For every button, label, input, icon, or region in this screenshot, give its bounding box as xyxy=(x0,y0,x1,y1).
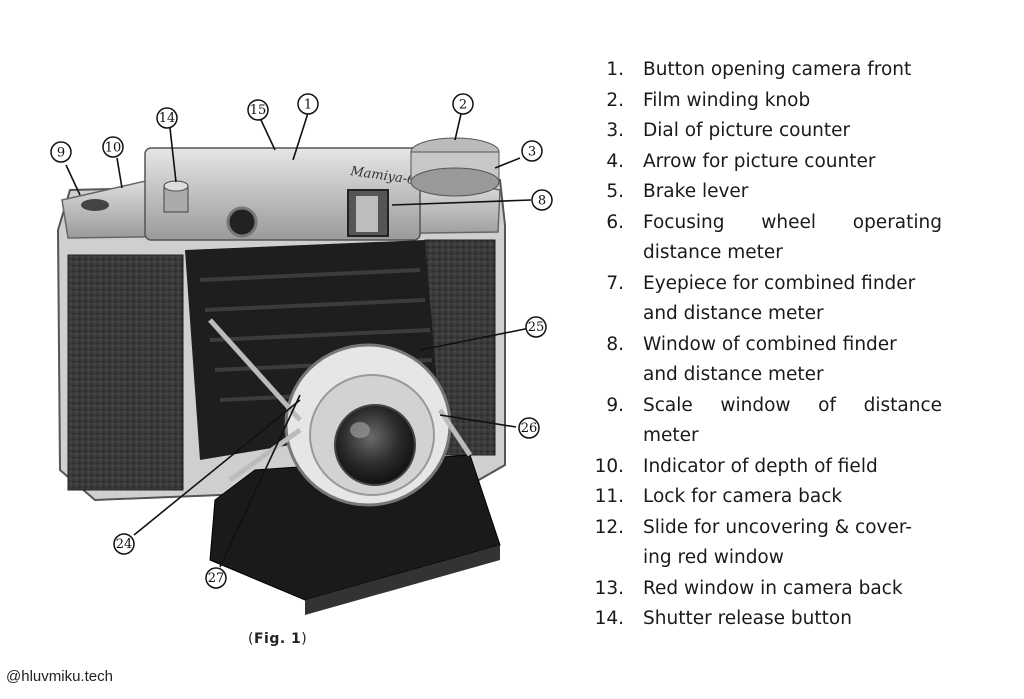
watermark: @hluvmiku.tech xyxy=(6,668,113,685)
part-item-6: 6. Focusing wheel operating distance meter xyxy=(586,208,942,269)
part-item-8: 8. Window of combined finder and distance … xyxy=(586,330,942,391)
callout-8: 8 xyxy=(531,189,553,211)
callout-15: 15 xyxy=(247,99,269,121)
part-item-7: 7. Eyepiece for combined finder and distan… xyxy=(586,269,942,330)
part-number: 2. xyxy=(606,89,624,111)
part-item-2: 2. Film winding knob xyxy=(586,86,942,117)
svg-text:10: 10 xyxy=(105,141,122,156)
svg-text:9: 9 xyxy=(57,146,65,161)
part-label: Arrow for picture counter xyxy=(643,150,876,172)
svg-text:2: 2 xyxy=(459,98,467,113)
part-item-13: 13. Red window in camera back xyxy=(586,574,942,605)
part-label: Dial of picture counter xyxy=(643,120,851,141)
part-label-line2: meter xyxy=(643,425,699,446)
part-label-line2: and distance meter xyxy=(643,303,824,324)
camera-figure: Mamiya-6 xyxy=(50,93,553,615)
svg-text:25: 25 xyxy=(528,320,545,335)
part-label-line1: Eyepiece for combined finder xyxy=(643,272,916,294)
part-number: 8. xyxy=(606,333,624,355)
part-number: 3. xyxy=(606,120,624,141)
svg-text:15: 15 xyxy=(250,103,267,118)
part-label: Lock for camera back xyxy=(643,486,843,507)
part-number: 14. xyxy=(594,608,624,629)
part-label: Brake lever xyxy=(643,181,749,202)
svg-text:27: 27 xyxy=(208,571,225,586)
callout-27: 27 xyxy=(205,567,227,589)
part-number: 4. xyxy=(606,150,624,172)
parts-list: 1. Button opening camera front 2. Film win… xyxy=(586,55,942,635)
part-number: 9. xyxy=(606,394,624,416)
part-item-1: 1. Button opening camera front xyxy=(586,55,942,86)
callout-26: 26 xyxy=(518,417,540,439)
svg-text:26: 26 xyxy=(521,421,538,436)
svg-text:24: 24 xyxy=(116,537,133,552)
callout-9: 9 xyxy=(50,141,72,163)
camera-illustration: Mamiya-6 xyxy=(50,93,553,615)
part-label-line1: Slide for uncovering & cover- xyxy=(643,516,912,538)
callout-3: 3 xyxy=(521,140,543,162)
svg-text:8: 8 xyxy=(538,194,546,209)
part-label: Indicator of depth of field xyxy=(643,455,878,477)
callout-2: 2 xyxy=(452,93,474,115)
part-number: 11. xyxy=(594,486,624,507)
svg-text:1: 1 xyxy=(304,98,312,113)
svg-text:3: 3 xyxy=(528,145,536,160)
part-label-line1: Scale window of distance xyxy=(643,394,942,416)
part-item-12: 12. Slide for uncovering & cover-ing red … xyxy=(586,513,942,574)
callout-25: 25 xyxy=(525,316,547,338)
part-item-5: 5. Brake lever xyxy=(586,177,942,208)
callout-1: 1 xyxy=(297,93,319,115)
part-item-4: 4. Arrow for picture counter xyxy=(586,147,942,178)
part-number: 7. xyxy=(606,272,624,294)
part-number: 1. xyxy=(606,59,624,80)
part-item-9: 9. Scale window of distance meter xyxy=(586,391,942,452)
callout-leaders xyxy=(65,112,532,568)
figure-caption: (Fig. 1) xyxy=(248,631,308,647)
callout-14: 14 xyxy=(156,107,178,129)
part-number: 10. xyxy=(594,455,624,477)
part-item-14: 14. Shutter release button xyxy=(586,604,942,635)
part-item-11: 11. Lock for camera back xyxy=(586,482,942,513)
callout-10: 10 xyxy=(102,136,124,158)
part-label-line1: Focusing wheel operating xyxy=(643,211,942,233)
part-label: Film winding knob xyxy=(643,89,811,111)
callout-24: 24 xyxy=(113,533,135,555)
part-label-line1: Window of combined finder xyxy=(643,333,897,355)
part-number: 13. xyxy=(594,577,624,599)
part-number: 5. xyxy=(606,181,624,202)
part-label: Red window in camera back xyxy=(643,577,903,599)
part-number: 12. xyxy=(594,516,624,538)
figure-caption-text: Fig. 1 xyxy=(253,631,302,647)
part-label: Shutter release button xyxy=(643,608,852,629)
part-item-10: 10. Indicator of depth of field xyxy=(586,452,942,483)
part-label-line2: ing red window xyxy=(643,547,784,568)
part-label-line2: distance meter xyxy=(643,242,783,263)
part-item-3: 3. Dial of picture counter xyxy=(586,116,942,147)
svg-text:14: 14 xyxy=(159,111,176,126)
part-label-line2: and distance meter xyxy=(643,364,824,385)
camera-body: Mamiya-6 xyxy=(56,137,506,615)
part-label: Button opening camera front xyxy=(643,59,912,80)
part-number: 6. xyxy=(606,211,624,233)
